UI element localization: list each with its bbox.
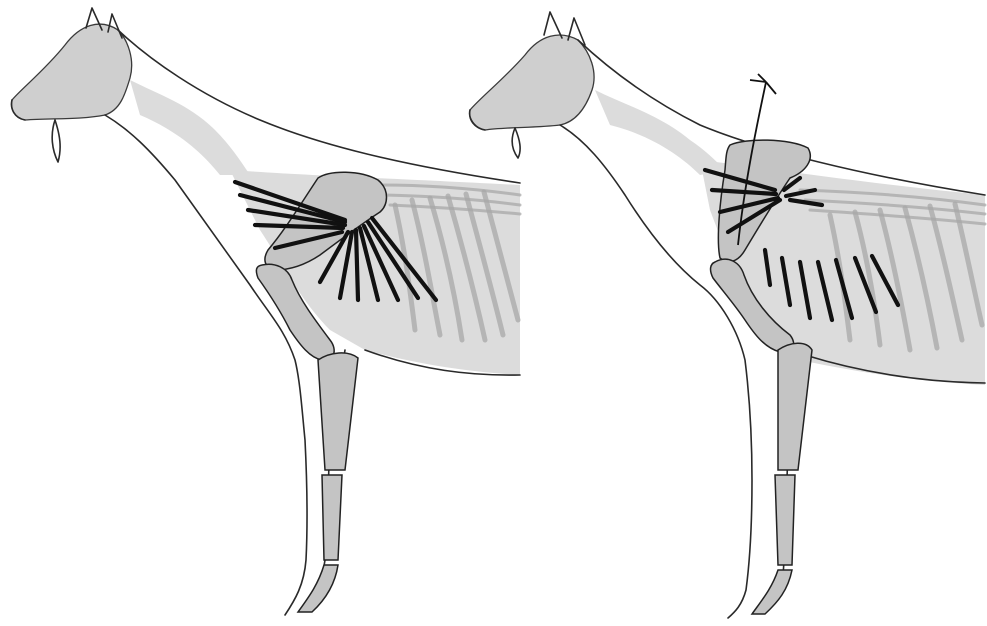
- right-beard: [512, 128, 520, 158]
- left-beard: [52, 120, 60, 162]
- left-radius: [318, 353, 358, 470]
- left-neck-shading: [130, 80, 250, 175]
- right-panel: [470, 12, 985, 618]
- right-radius: [778, 343, 812, 470]
- left-head: [12, 24, 132, 120]
- right-ear-front: [544, 12, 562, 38]
- right-cannon: [775, 475, 795, 565]
- left-cannon: [322, 475, 342, 560]
- left-panel: [12, 8, 520, 615]
- right-head: [470, 35, 594, 130]
- right-pastern: [752, 570, 792, 614]
